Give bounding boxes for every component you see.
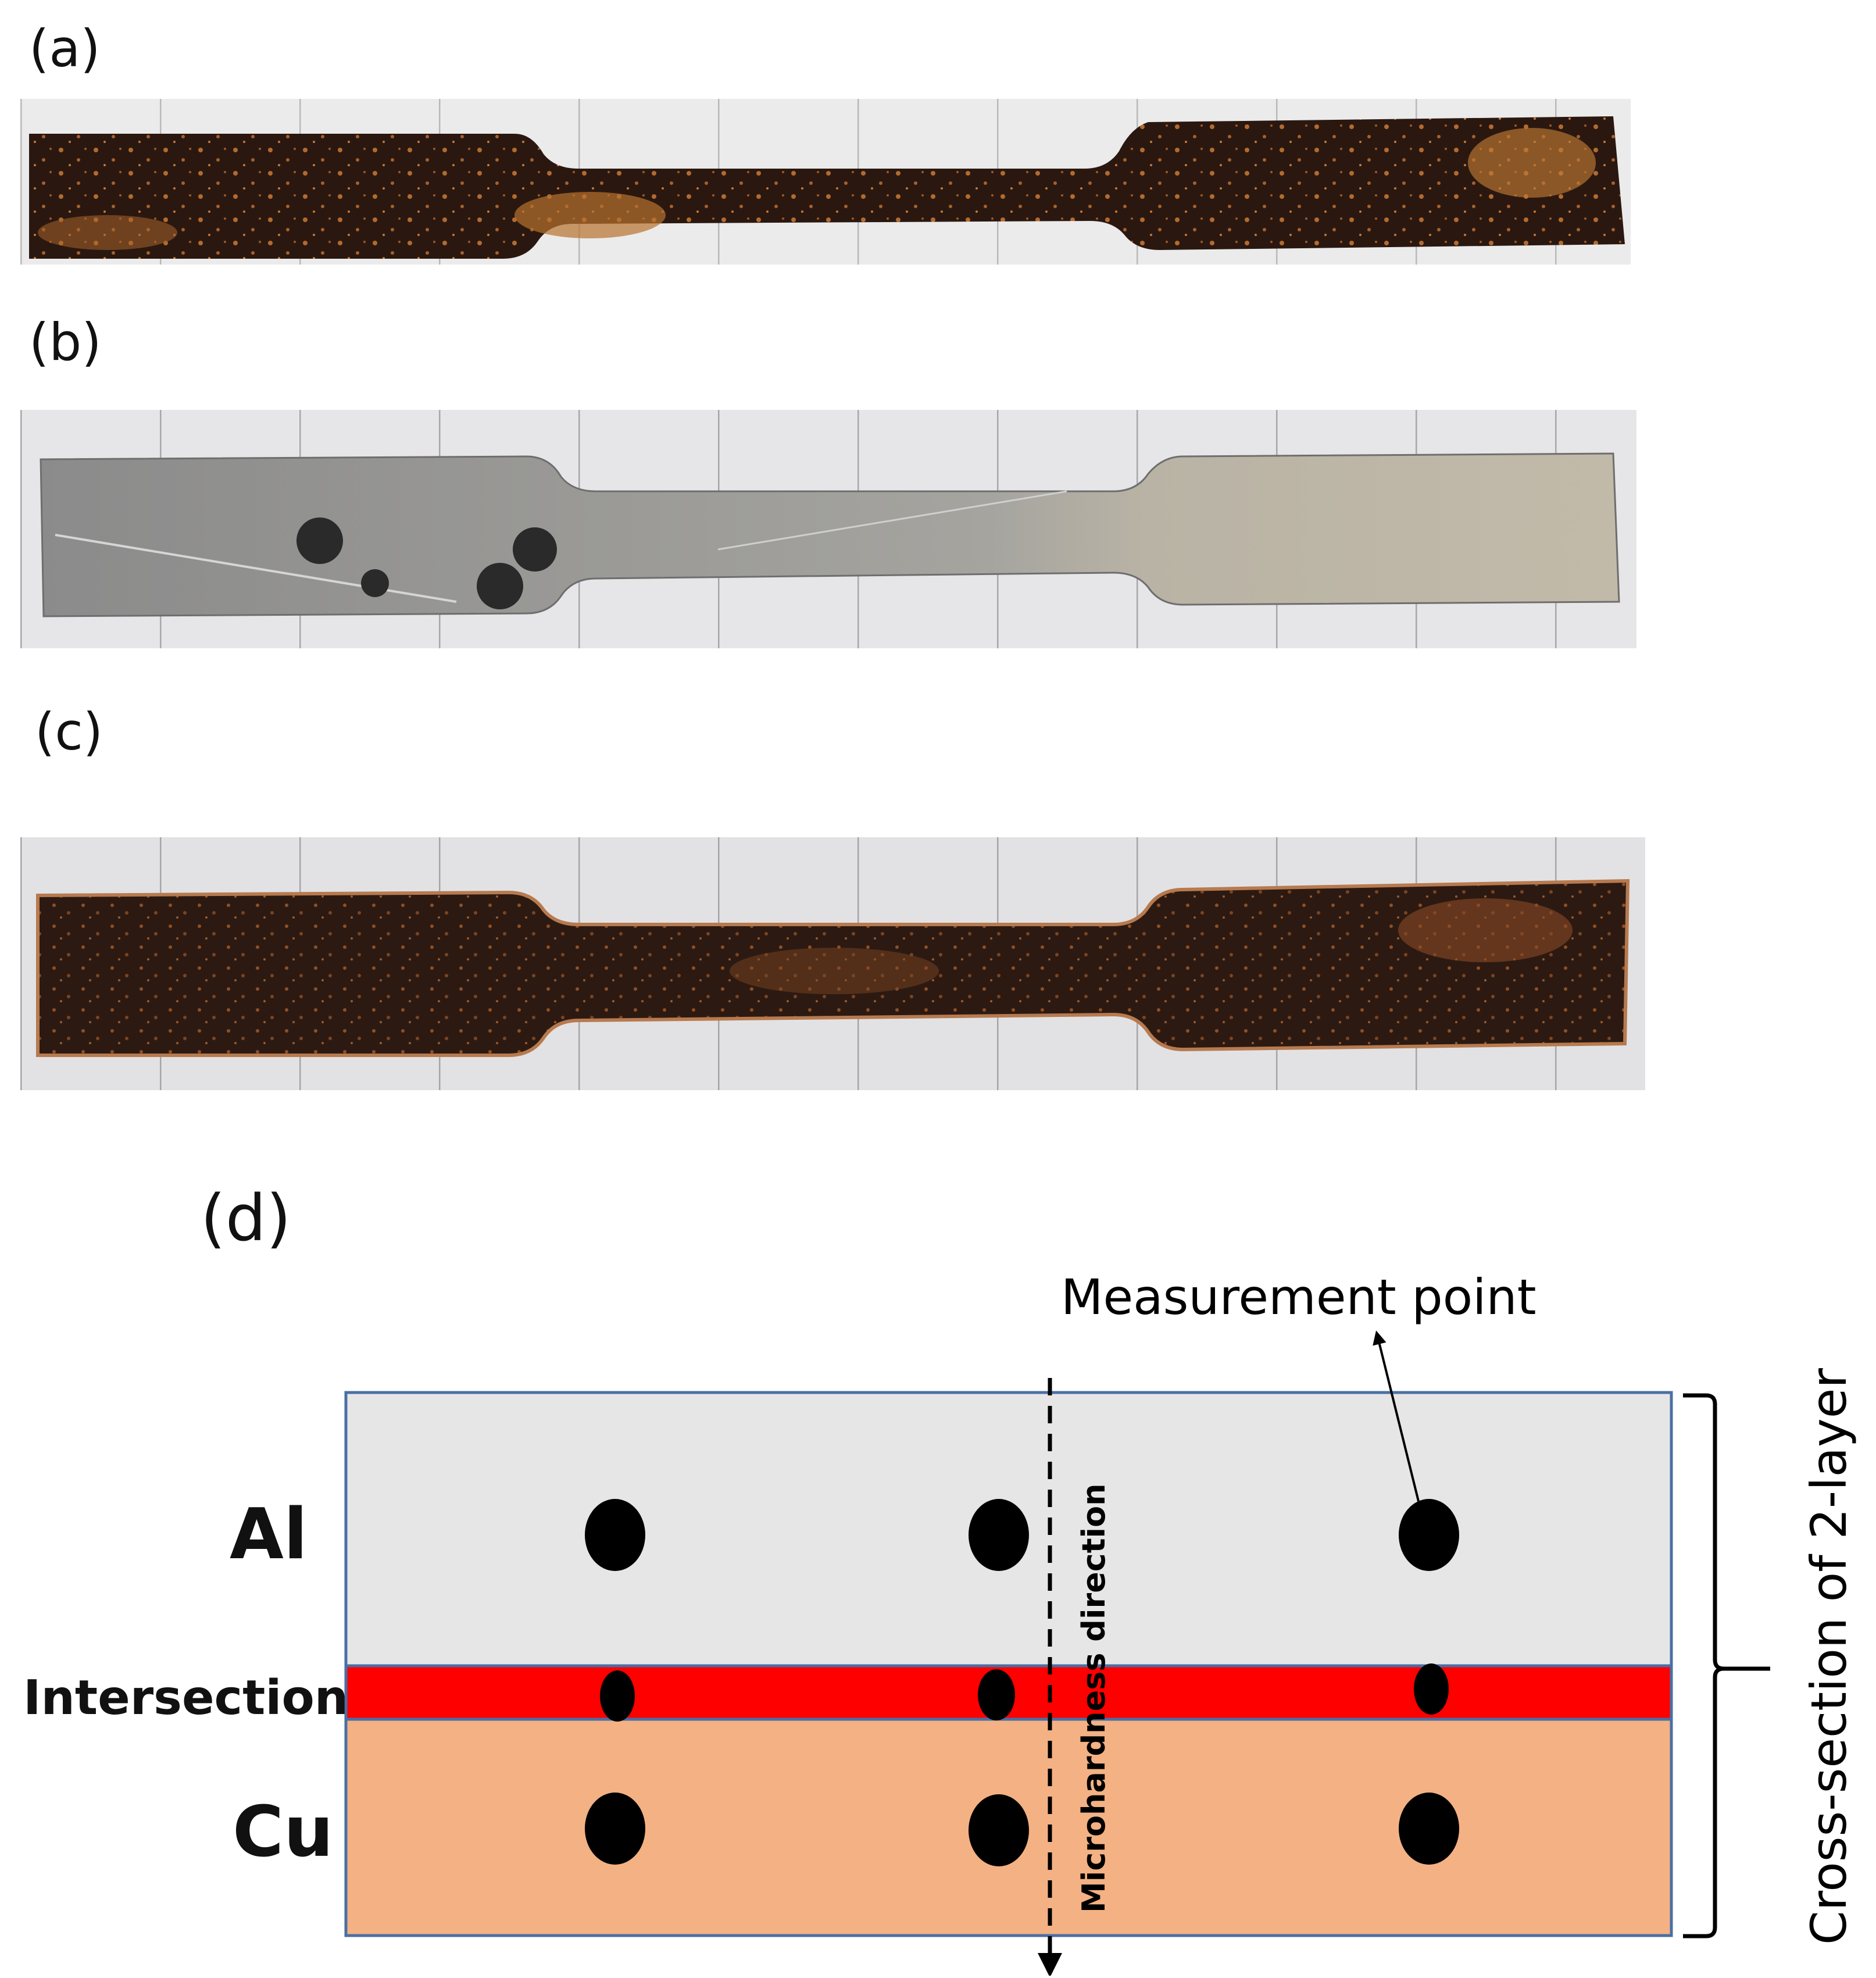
cross-section-bracket: [1683, 1393, 1770, 1938]
measurement-point-arrow: [1373, 1330, 1420, 1502]
panel-label-a: (a): [29, 19, 101, 78]
measurement-point: [585, 1499, 645, 1571]
specimen-photo-a: [20, 99, 1631, 265]
measurement-point-label: Measurement point: [1061, 1269, 1536, 1326]
specimen-photo-c: [20, 837, 1645, 1090]
measurement-point: [969, 1499, 1029, 1571]
measurement-point: [1399, 1499, 1459, 1571]
panel-label-c: (c): [35, 702, 103, 762]
cross-section-diagram: Microhardness direction Cross-section of…: [0, 1140, 1876, 1977]
measurement-point: [585, 1793, 645, 1865]
al-layer-label: Al: [230, 1494, 308, 1575]
cross-section-label: Cross-section of 2-layer: [1800, 1368, 1857, 1945]
cu-layer-label: Cu: [233, 1792, 334, 1873]
measurement-point: [978, 1669, 1015, 1720]
microhardness-direction-label: Microhardness direction: [1075, 1483, 1112, 1913]
measurement-point: [1399, 1793, 1459, 1865]
specimen-photo-b: [20, 410, 1636, 648]
panel-label-d: (d): [201, 1181, 291, 1255]
measurement-point: [969, 1794, 1029, 1866]
measurement-point: [600, 1670, 635, 1722]
intersection-layer-label: Intersection: [23, 1670, 349, 1726]
measurement-point: [1414, 1663, 1449, 1715]
panel-label-b: (b): [29, 312, 102, 372]
